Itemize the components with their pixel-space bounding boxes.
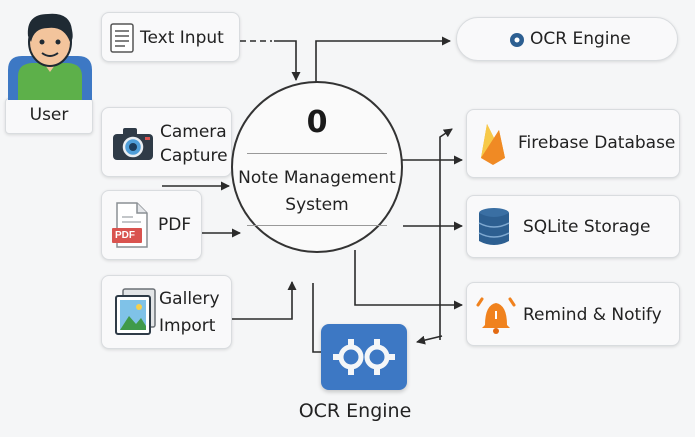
ocr-dot-icon (510, 33, 524, 47)
user-avatar-icon (8, 13, 92, 100)
firebase-database-store[interactable]: Firebase Database (466, 109, 680, 178)
document-icon (110, 23, 134, 53)
firebase-flame-icon (481, 124, 505, 165)
user-label: User (29, 105, 69, 126)
pdf-label: PDF (158, 215, 192, 235)
ocr-engine-top-label: OCR Engine (530, 29, 631, 49)
process-number: 0 (306, 105, 328, 140)
alarm-bell-icon (476, 297, 516, 334)
remind-notify-output[interactable]: Remind & Notify (466, 282, 680, 346)
sqlite-storage-store[interactable]: SQLite Storage (466, 195, 680, 258)
process-divider-top (247, 153, 387, 154)
ocr-engine-bottom-label: OCR Engine (298, 400, 412, 422)
pdf-badge-label: PDF (115, 230, 135, 241)
gallery-icon (115, 288, 156, 335)
gallery-label-line1: Gallery (159, 289, 220, 309)
database-icon (478, 208, 510, 245)
camera-label-line2: Capture (160, 146, 228, 166)
note-management-process[interactable]: 0 Note Management System (231, 81, 403, 253)
user-card[interactable]: User (5, 98, 93, 134)
gallery-import-source[interactable]: Gallery Import (101, 275, 232, 349)
camera-icon (113, 128, 153, 160)
ocr-engine-bottom-block[interactable] (321, 324, 407, 390)
process-name-line2: System (285, 195, 349, 215)
text-input-label: Text Input (140, 28, 224, 48)
gallery-label-line2: Import (159, 316, 216, 336)
ocr-engine-output-top[interactable]: OCR Engine (456, 17, 678, 61)
sqlite-label: SQLite Storage (523, 217, 651, 237)
pdf-source[interactable]: PDF PDF (101, 190, 202, 260)
camera-label-line1: Camera (160, 122, 227, 142)
pdf-file-icon (112, 202, 148, 248)
gears-icon (333, 339, 395, 375)
text-input-source[interactable]: Text Input (101, 12, 240, 62)
remind-label: Remind & Notify (523, 305, 662, 325)
process-name: Note Management System (233, 165, 401, 219)
process-name-line1: Note Management (238, 168, 396, 188)
camera-capture-source[interactable]: Camera Capture (101, 107, 232, 177)
process-divider-bottom (247, 225, 387, 226)
firebase-label: Firebase Database (518, 133, 676, 153)
